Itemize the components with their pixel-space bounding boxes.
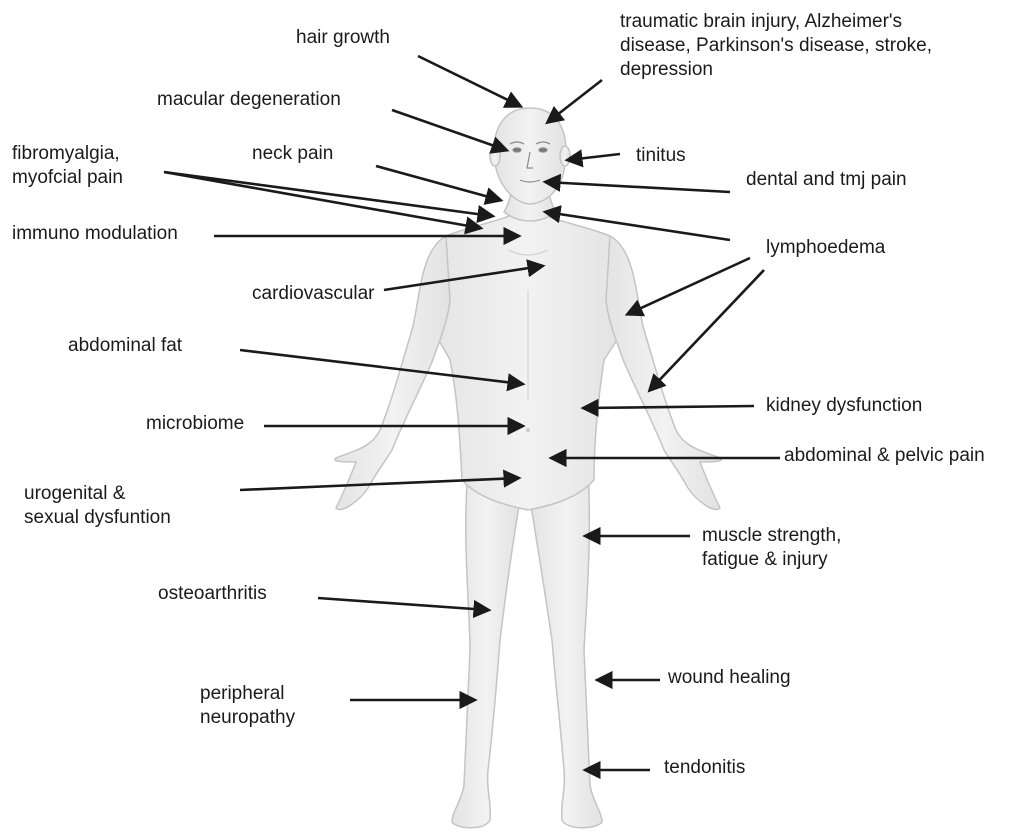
label-peripheral-line-1: peripheral: [200, 682, 295, 706]
label-brain-line-1: traumatic brain injury, Alzheimer's: [620, 10, 932, 34]
label-tinitus: tinitus: [636, 144, 686, 168]
label-tendonitis: tendonitis: [664, 756, 745, 780]
arrow-brain: [548, 80, 602, 122]
right-ear: [560, 146, 570, 166]
label-fibromyalgia-line-1: fibromyalgia,: [12, 142, 123, 166]
label-urogenital-line-2: sexual dysfuntion: [24, 506, 171, 530]
label-dental-tmj: dental and tmj pain: [746, 168, 907, 192]
arrow-kidney: [584, 406, 754, 408]
label-abdominal-fat: abdominal fat: [68, 334, 182, 358]
label-muscle-line-1: muscle strength,: [702, 524, 841, 548]
arrow-lymph-arm-lower: [650, 270, 764, 390]
arrow-tinitus: [568, 154, 620, 160]
arrow-neck-pain: [376, 166, 500, 200]
label-abdominal-pelvic-pain: abdominal & pelvic pain: [784, 444, 985, 468]
label-osteoarthritis: osteoarthritis: [158, 582, 267, 606]
label-urogenital: urogenital & sexual dysfuntion: [24, 482, 171, 530]
arrow-osteoarthritis: [318, 598, 488, 610]
arrow-dental: [546, 182, 730, 192]
right-arm: [606, 236, 721, 509]
arrow-fibromyalgia-1: [164, 172, 492, 216]
label-macular-degeneration: macular degeneration: [157, 88, 341, 112]
label-muscle-line-2: fatigue & injury: [702, 548, 841, 572]
arrow-hair-growth: [418, 56, 520, 106]
label-neck-pain: neck pain: [252, 142, 333, 166]
label-immuno-modulation: immuno modulation: [12, 222, 178, 246]
left-leg: [452, 470, 520, 828]
label-lymphoedema: lymphoedema: [766, 236, 885, 260]
head: [494, 108, 566, 204]
human-body-figure: [335, 108, 721, 828]
label-peripheral-line-2: neuropathy: [200, 706, 295, 730]
label-brain-line-2: disease, Parkinson's disease, stroke,: [620, 34, 932, 58]
label-urogenital-line-1: urogenital &: [24, 482, 171, 506]
label-fibromyalgia: fibromyalgia, myofcial pain: [12, 142, 123, 190]
label-kidney-dysfunction: kidney dysfunction: [766, 394, 922, 418]
label-wound-healing: wound healing: [668, 666, 791, 690]
right-leg: [530, 470, 602, 828]
label-fibromyalgia-line-2: myofcial pain: [12, 166, 123, 190]
label-brain: traumatic brain injury, Alzheimer's dise…: [620, 10, 932, 82]
left-ear: [490, 146, 500, 166]
label-peripheral-neuropathy: peripheral neuropathy: [200, 682, 295, 730]
label-muscle-strength: muscle strength, fatigue & injury: [702, 524, 841, 572]
label-cardiovascular: cardiovascular: [252, 282, 375, 306]
arrow-macular: [392, 110, 506, 150]
label-hair-growth: hair growth: [296, 26, 390, 50]
label-microbiome: microbiome: [146, 412, 244, 436]
label-brain-line-3: depression: [620, 58, 932, 82]
